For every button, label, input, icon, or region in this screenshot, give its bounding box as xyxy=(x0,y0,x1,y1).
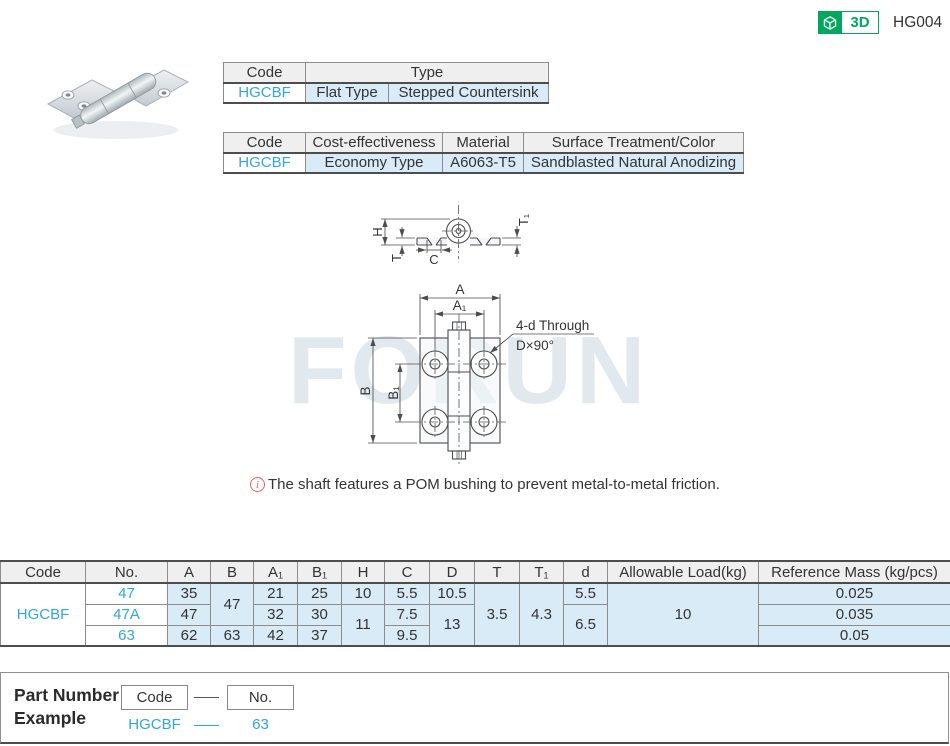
view-3d-button[interactable]: 3D xyxy=(818,11,879,34)
no-cell: 63 xyxy=(85,624,168,647)
dim-label-h: H xyxy=(370,227,385,236)
type-table: Code Type HGCBF Flat Type Stepped Counte… xyxy=(223,62,549,104)
header-cell: A₁ xyxy=(253,560,298,584)
data-cell: 63 xyxy=(210,624,254,647)
data-cell: 35 xyxy=(167,582,211,605)
page-part-code: HG004 xyxy=(893,14,943,31)
header-cell: Type xyxy=(305,62,549,84)
header-cell: B xyxy=(210,560,254,584)
data-cell: 6.5 xyxy=(563,603,608,647)
data-cell: 5.5 xyxy=(563,582,608,605)
code-cell: HGCBF xyxy=(223,82,306,103)
data-cell: Sandblasted Natural Anodizing xyxy=(523,152,744,173)
technical-drawing: H T C T₁ xyxy=(358,205,594,467)
data-cell: 0.05 xyxy=(758,624,950,647)
data-cell: 30 xyxy=(297,603,342,626)
front-view-centerlines xyxy=(412,314,508,467)
header-cell: Code xyxy=(0,560,86,584)
header-cell: Code xyxy=(223,62,306,84)
data-cell: 42 xyxy=(253,624,298,647)
header-cell: Allowable Load(kg) xyxy=(607,560,759,584)
data-cell: 25 xyxy=(297,582,342,605)
table-row: HGCBF Flat Type Stepped Countersink xyxy=(223,82,549,103)
data-cell: 11 xyxy=(341,603,385,647)
header-cell: Code xyxy=(223,132,306,154)
dash-connector-blue xyxy=(194,725,219,726)
part-number-example-section: Part Number Example Code No. HGCBF 63 xyxy=(0,672,949,744)
footnote: i The shaft features a POM bushing to pr… xyxy=(250,476,720,493)
dimension-table: Code No. A B A₁ B₁ H C D T T₁ d Allowabl… xyxy=(0,560,950,647)
table-row: HGCBF 47 35 47 21 25 10 5.5 10.5 3.5 4.3… xyxy=(0,582,950,647)
data-cell: 10 xyxy=(341,582,385,605)
info-icon: i xyxy=(250,477,265,492)
table-row: 47A 47 32 30 11 7.5 13 6.5 0.035 xyxy=(1,603,950,647)
no-cell: 47 xyxy=(85,582,168,605)
data-cell: 5.5 xyxy=(384,582,430,605)
leader-label-through: 4-d Through xyxy=(516,318,589,333)
data-cell: 10 xyxy=(607,582,759,647)
data-cell: 10.5 xyxy=(429,582,475,605)
leader-label-countersink: D×90° xyxy=(516,338,554,353)
code-cell: HGCBF xyxy=(0,582,86,647)
data-cell: 37 xyxy=(297,624,342,647)
data-cell: 32 xyxy=(253,603,298,626)
dim-label-t1: T₁ xyxy=(516,213,531,226)
no-cell: 47A xyxy=(85,603,168,626)
code-cell: HGCBF xyxy=(223,152,306,173)
example-no-value: 63 xyxy=(252,716,269,733)
data-cell: Stepped Countersink xyxy=(388,82,549,103)
data-cell: 0.035 xyxy=(758,603,950,626)
data-cell: 3.5 xyxy=(474,582,520,647)
drawing-front-view xyxy=(419,321,501,460)
dash-connector xyxy=(194,697,219,698)
side-view-centerlines xyxy=(442,205,476,259)
data-cell: Economy Type xyxy=(305,152,443,173)
dim-label-c: C xyxy=(429,252,438,267)
header-cell: A xyxy=(167,560,211,584)
part-number-example-title: Part Number Example xyxy=(14,685,120,728)
header-cell: No. xyxy=(85,560,168,584)
header-cell: B₁ xyxy=(297,560,342,584)
data-cell: 62 xyxy=(167,624,211,647)
header-cell: D xyxy=(429,560,475,584)
footnote-text: The shaft features a POM bushing to prev… xyxy=(268,476,720,493)
no-box: No. xyxy=(227,685,294,710)
header-cell: Cost-effectiveness xyxy=(305,132,443,154)
header-cell: d xyxy=(563,560,608,584)
data-cell: 21 xyxy=(253,582,298,605)
table-row: 63 62 63 42 37 9.5 0.05 xyxy=(1,624,950,647)
header-cell: C xyxy=(384,560,430,584)
header-cell: Surface Treatment/Color xyxy=(523,132,744,154)
dim-label-a: A xyxy=(455,282,464,297)
header-cell: Reference Mass (kg/pcs) xyxy=(758,560,950,584)
header-cell: H xyxy=(341,560,385,584)
dim-label-b: B xyxy=(358,386,373,395)
data-cell: 13 xyxy=(429,603,475,647)
side-view-dimensions xyxy=(381,218,521,257)
dim-label-t: T xyxy=(389,254,404,262)
data-cell: 7.5 xyxy=(384,603,430,626)
data-cell: 4.3 xyxy=(519,582,564,647)
spec-table: Code Cost-effectiveness Material Surface… xyxy=(223,132,744,174)
view-3d-label: 3D xyxy=(841,11,879,34)
data-cell: 47 xyxy=(167,603,211,626)
front-view-dimensions xyxy=(368,294,594,444)
dim-label-b1: B₁ xyxy=(386,386,401,400)
data-cell: 47 xyxy=(210,582,254,626)
data-cell: Flat Type xyxy=(305,82,389,103)
header-cell: T xyxy=(474,560,520,584)
code-box: Code xyxy=(121,685,188,710)
product-photo xyxy=(46,69,190,139)
example-code-value: HGCBF xyxy=(128,716,181,733)
cube-3d-icon xyxy=(818,11,841,34)
table-row: HGCBF Economy Type A6063-T5 Sandblasted … xyxy=(223,152,744,173)
header-cell: Material xyxy=(442,132,524,154)
data-cell: 9.5 xyxy=(384,624,430,647)
data-cell: 0.025 xyxy=(758,582,950,605)
data-cell: A6063-T5 xyxy=(442,152,524,173)
header-cell: T₁ xyxy=(519,560,564,584)
dim-label-a1: A₁ xyxy=(453,298,467,313)
